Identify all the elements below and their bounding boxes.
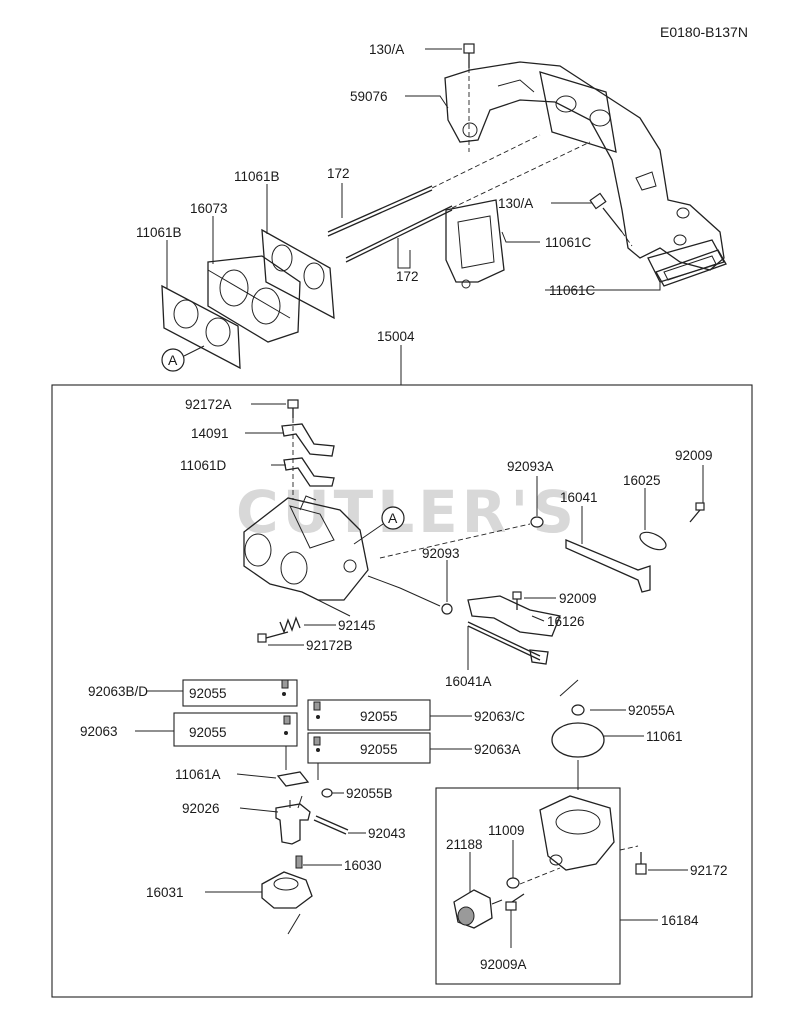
label-130a-mid: 130/A	[498, 196, 533, 211]
box-92063a	[307, 732, 431, 764]
label-92093: 92093	[422, 546, 460, 561]
jet-92055-4	[313, 736, 321, 746]
label-11061-right: 11061	[646, 729, 683, 744]
label-92063bd: 92063B/D	[88, 684, 148, 699]
jet-92055-1	[281, 679, 289, 689]
label-16073: 16073	[190, 201, 228, 216]
gasket-11061b-lower	[161, 284, 241, 370]
spring-92145	[279, 616, 301, 634]
bolt-130a-top	[463, 43, 475, 68]
assembly-box-15004	[51, 384, 753, 998]
label-92026: 92026	[182, 801, 220, 816]
label-16184: 16184	[661, 913, 699, 928]
box-92063bd	[182, 679, 298, 707]
label-11061c-1: 11061C	[545, 235, 592, 250]
label-92055-3: 92055	[189, 725, 227, 740]
bowl-16184	[539, 795, 615, 871]
label-11061d: 11061D	[180, 458, 227, 473]
label-172-bottom: 172	[396, 269, 419, 284]
label-92063c: 92063/C	[474, 709, 525, 724]
solenoid-valve-21188	[453, 889, 503, 929]
label-16025: 16025	[623, 473, 661, 488]
plate-16025	[639, 531, 667, 551]
gasket-11061-right	[551, 722, 605, 758]
gasket-11061c-lower	[655, 249, 727, 287]
subassembly-box-16184	[435, 787, 621, 985]
label-92172a: 92172A	[185, 397, 232, 412]
label-11061c-2: 11061C	[549, 283, 596, 298]
label-92009-mid: 92009	[559, 591, 597, 606]
diagram-code: E0180-B137N	[660, 24, 748, 40]
label-92063a: 92063A	[474, 742, 521, 757]
label-92009-top: 92009	[675, 448, 713, 463]
needle-16030	[295, 855, 303, 869]
label-92145: 92145	[338, 618, 376, 633]
box-92063c	[307, 699, 431, 731]
box-92063	[173, 712, 298, 747]
jet-92055-3	[283, 715, 291, 725]
screw-92009-top	[689, 502, 705, 523]
label-16030: 16030	[344, 858, 382, 873]
label-16031: 16031	[146, 885, 184, 900]
spacer-16073	[207, 255, 301, 343]
washer-92093	[441, 603, 453, 615]
screw-92172-right	[635, 852, 647, 875]
screw-92009-mid	[512, 591, 522, 610]
watermark: CUTLER'S	[236, 478, 578, 546]
callout-a-carb: A	[353, 506, 405, 545]
screw-92172a	[287, 399, 299, 418]
label-92055a: 92055A	[628, 703, 675, 718]
screw-92009a	[505, 893, 525, 911]
label-11061b-2: 11061B	[136, 225, 182, 240]
gasket-11061b-upper	[261, 228, 335, 320]
float-bowl-16031	[261, 871, 313, 909]
label-92055b: 92055B	[346, 786, 393, 801]
label-92172-right: 92172	[690, 863, 728, 878]
oring-92055a	[571, 704, 585, 716]
solenoid-92026	[275, 795, 311, 845]
callout-a-top: A	[161, 345, 205, 372]
label-92055-4: 92055	[360, 742, 398, 757]
washer-11009	[506, 877, 520, 889]
label-92055-1: 92055	[189, 686, 227, 701]
oring-92055b	[321, 788, 333, 798]
label-92009a: 92009A	[480, 957, 527, 972]
gasket-11061c-middle	[445, 199, 505, 289]
gasket-11061a	[276, 771, 310, 787]
bolt-130a-mid	[589, 192, 623, 233]
label-130a-top: 130/A	[369, 42, 404, 57]
svg-text:A: A	[388, 510, 398, 526]
label-92043: 92043	[368, 826, 406, 841]
label-92093a: 92093A	[507, 459, 554, 474]
lever-16126	[467, 595, 561, 637]
label-11061a: 11061A	[175, 767, 221, 782]
intake-manifold	[444, 61, 725, 283]
shaft-16041	[565, 539, 651, 593]
screw-92172b	[257, 631, 289, 643]
stud-172-top	[327, 185, 433, 237]
carburetor-body	[243, 495, 369, 617]
label-16126: 16126	[547, 614, 585, 629]
label-92063: 92063	[80, 724, 118, 739]
label-11009: 11009	[488, 823, 525, 838]
stud-172-bottom	[345, 205, 453, 263]
bracket-14091	[281, 423, 335, 457]
label-92172b: 92172B	[306, 638, 353, 653]
label-15004: 15004	[377, 329, 415, 344]
label-92055-2: 92055	[360, 709, 398, 724]
label-14091: 14091	[191, 426, 229, 441]
label-21188: 21188	[446, 837, 483, 852]
jet-92055-2	[313, 701, 321, 711]
label-172-top: 172	[327, 166, 350, 181]
label-59076: 59076	[350, 89, 388, 104]
gasket-11061d	[283, 457, 335, 487]
label-16041a: 16041A	[445, 674, 492, 689]
shaft-16041a	[467, 621, 549, 665]
svg-text:A: A	[168, 352, 178, 368]
label-11061b-1: 11061B	[234, 169, 280, 184]
washer-92093a	[530, 516, 544, 528]
label-16041: 16041	[560, 490, 598, 505]
